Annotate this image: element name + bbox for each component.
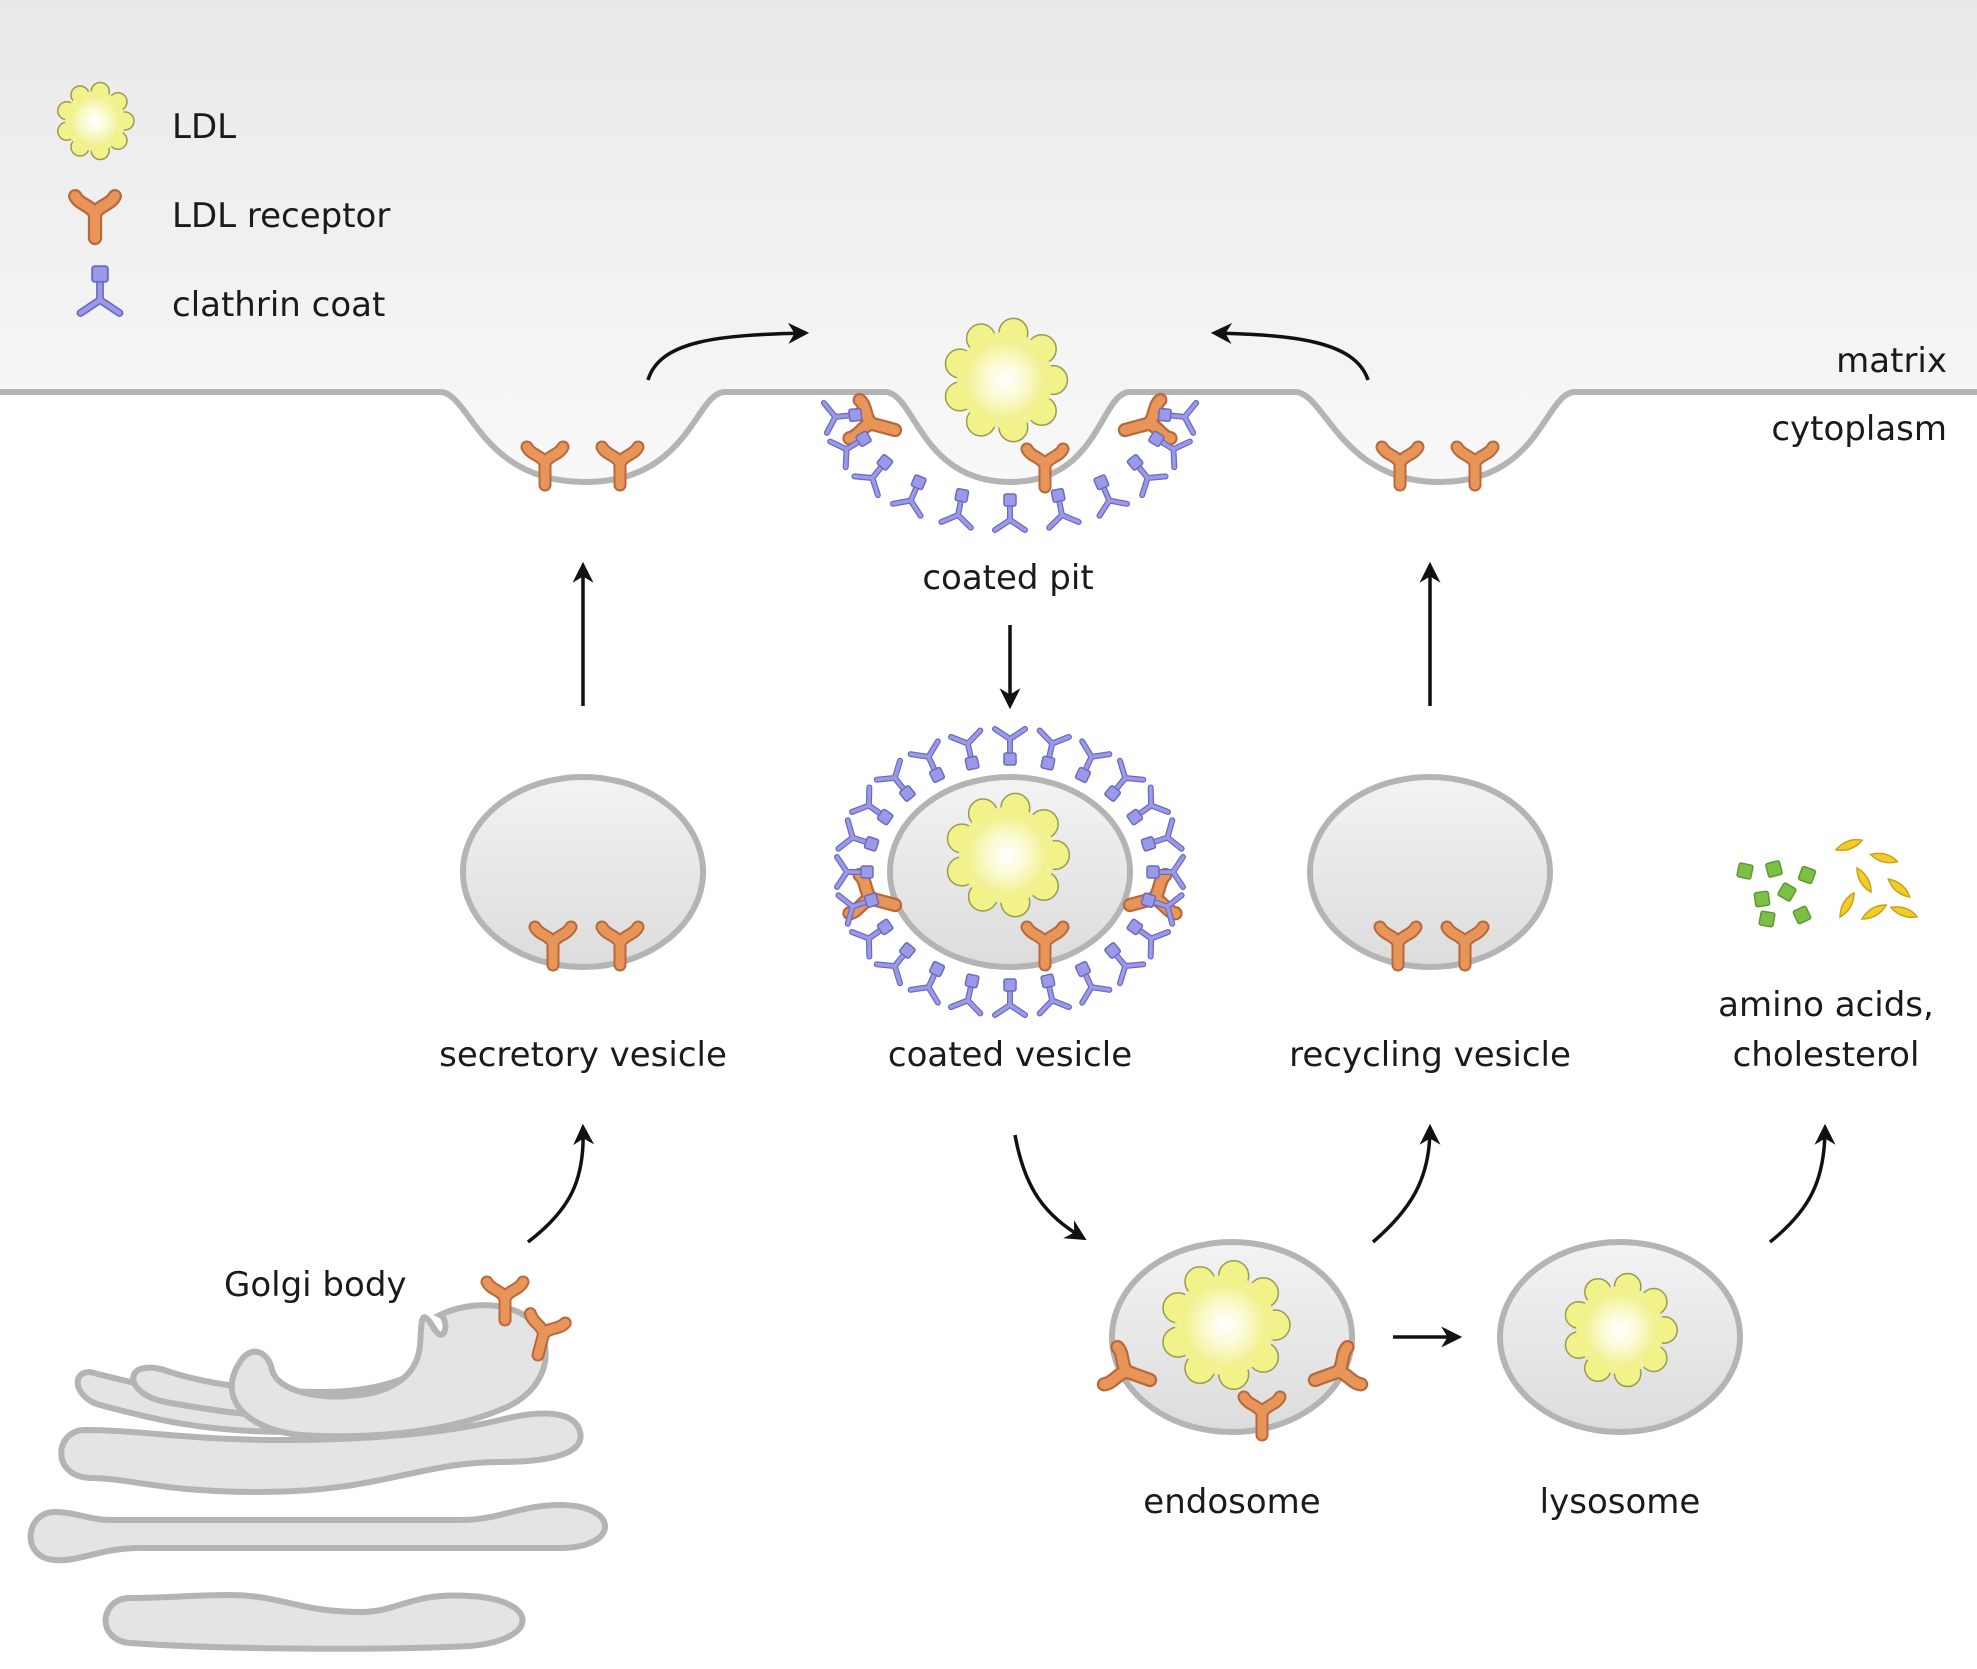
coated-vesicle-ldl: [946, 792, 1071, 918]
coated-vesicle-clathrin: [849, 784, 894, 826]
plasma-membrane: [0, 389, 1977, 486]
coated-vesicle-clathrin: [835, 817, 880, 852]
coated-vesicle-clathrin: [948, 973, 984, 1017]
cytoplasm-label: cytoplasm: [1771, 409, 1947, 449]
coated-pit-clathrin: [992, 493, 1028, 533]
arrow-lysosome-to-products: [1768, 1123, 1836, 1244]
left-pit-receptor-2: [595, 440, 645, 492]
coated-pit-clathrin: [938, 487, 974, 531]
coated-vesicle-clathrin: [1074, 738, 1113, 783]
coated-vesicle-clathrin: [1126, 784, 1171, 826]
coated-pit-clathrin: [1148, 430, 1193, 471]
coated-vesicle-clathrin: [992, 978, 1028, 1018]
coated-vesicle-clathrin: [1104, 757, 1147, 802]
legend-receptor-icon: [68, 189, 122, 246]
coated-pit-clathrin: [889, 474, 927, 519]
secretory-vesicle-label: secretory vesicle: [439, 1035, 727, 1075]
amino-acids: [1736, 860, 1817, 928]
coated-vesicle-receptor-bottom: [1020, 920, 1070, 972]
golgi-cisterna-3: [58, 1410, 584, 1496]
recycling-vesicle-label: recycling vesicle: [1289, 1035, 1571, 1075]
recycling-vesicle-shape: [1307, 774, 1553, 970]
coated-vesicle-clathrin: [1140, 817, 1185, 852]
endosome-receptor-right: [1307, 1339, 1369, 1392]
amino-acids-label: amino acids,: [1718, 985, 1934, 1025]
coated-pit-clathrin: [827, 430, 872, 471]
coated-vesicle-clathrin: [1140, 892, 1185, 927]
matrix-label: matrix: [1836, 341, 1947, 381]
arrows: [526, 322, 1836, 1348]
legend-clathrin-coat-label: clathrin coat: [172, 285, 386, 325]
coated-vesicle-clathrin: [1036, 727, 1072, 771]
coated-vesicle-clathrin: [873, 942, 916, 987]
arrow-endosome-to-recycling: [1371, 1123, 1441, 1244]
coated-vesicle-clathrin: [1126, 918, 1171, 960]
golgi-trans-face: [228, 1302, 549, 1440]
secretory-receptor-1: [528, 920, 578, 972]
endosome-ldl: [1162, 1260, 1291, 1390]
legend-ldl-receptor-label: LDL receptor: [172, 196, 391, 236]
endosome-label: endosome: [1143, 1482, 1321, 1522]
arrow-golgi-to-secretory: [526, 1123, 595, 1244]
coated-vesicle-clathrin: [948, 727, 984, 771]
coated-pit-label: coated pit: [922, 558, 1094, 598]
coated-pit-clathrin: [1126, 453, 1169, 499]
coated-pit-clathrin: [1157, 399, 1200, 436]
golgi-body: [27, 1302, 608, 1652]
coated-vesicle-clathrin: [873, 757, 916, 802]
coated-vesicle-clathrin: [907, 738, 946, 783]
lysosome-label: lysosome: [1539, 1482, 1701, 1522]
right-pit-receptor-1: [1375, 440, 1425, 492]
golgi-body-label: Golgi body: [224, 1265, 407, 1305]
coated-pit-receptor-left: [842, 392, 903, 446]
lysosome-ldl: [1564, 1272, 1678, 1388]
coated-vesicle-clathrin: [834, 854, 874, 890]
arrow-left-pit-to-coated-pit: [646, 322, 810, 381]
coated-vesicle-clathrin: [907, 961, 946, 1006]
coated-pit-clathrin: [1093, 474, 1131, 519]
golgi-cisterna-5: [102, 1591, 526, 1652]
recycling-receptor-1: [1373, 920, 1423, 972]
coated-pit-clathrin: [820, 399, 863, 436]
legend-clathrin-icon: [76, 265, 124, 317]
molecule-layer: [57, 81, 1678, 1442]
coated-vesicle-clathrin: [1036, 973, 1072, 1017]
coated-pit-clathrin: [1046, 487, 1082, 531]
recycling-receptor-2: [1440, 920, 1490, 972]
coated-vesicle-clathrin: [849, 918, 894, 960]
coated-vesicle-clathrin: [1074, 961, 1113, 1006]
legend-ldl-label: LDL: [172, 107, 237, 147]
cholesterol: [1834, 838, 1919, 920]
coated-vesicle-clathrin: [1146, 854, 1186, 890]
secretory-receptor-2: [595, 920, 645, 972]
coated-pit-ldl: [944, 317, 1069, 443]
golgi-cisterna-4: [27, 1501, 608, 1564]
matrix-region: [0, 0, 1977, 482]
right-pit-receptor-2: [1450, 440, 1500, 492]
coated-pit-receptor-bottom: [1020, 442, 1070, 494]
legend-ldl-icon: [57, 81, 135, 161]
golgi-receptor-2: [523, 1307, 572, 1362]
cholesterol-label: cholesterol: [1732, 1035, 1920, 1075]
coated-vesicle-clathrin: [1104, 942, 1147, 987]
coated-vesicle-clathrin: [992, 726, 1028, 766]
left-pit-receptor-1: [520, 440, 570, 492]
coated-pit-receptor-right: [1117, 392, 1178, 446]
secretory-vesicle-shape: [460, 774, 706, 970]
endosome-receptor-left: [1096, 1339, 1158, 1392]
coated-vesicle-clathrin: [835, 892, 880, 927]
coated-vesicle-label: coated vesicle: [887, 1035, 1133, 1075]
golgi-receptor-1: [480, 1275, 530, 1327]
endosome-receptor-bottom: [1237, 1390, 1287, 1442]
arrow-coated-vesicle-to-endosome: [1013, 1134, 1087, 1241]
arrow-right-pit-to-coated-pit: [1210, 322, 1370, 381]
coated-pit-clathrin: [851, 453, 894, 499]
